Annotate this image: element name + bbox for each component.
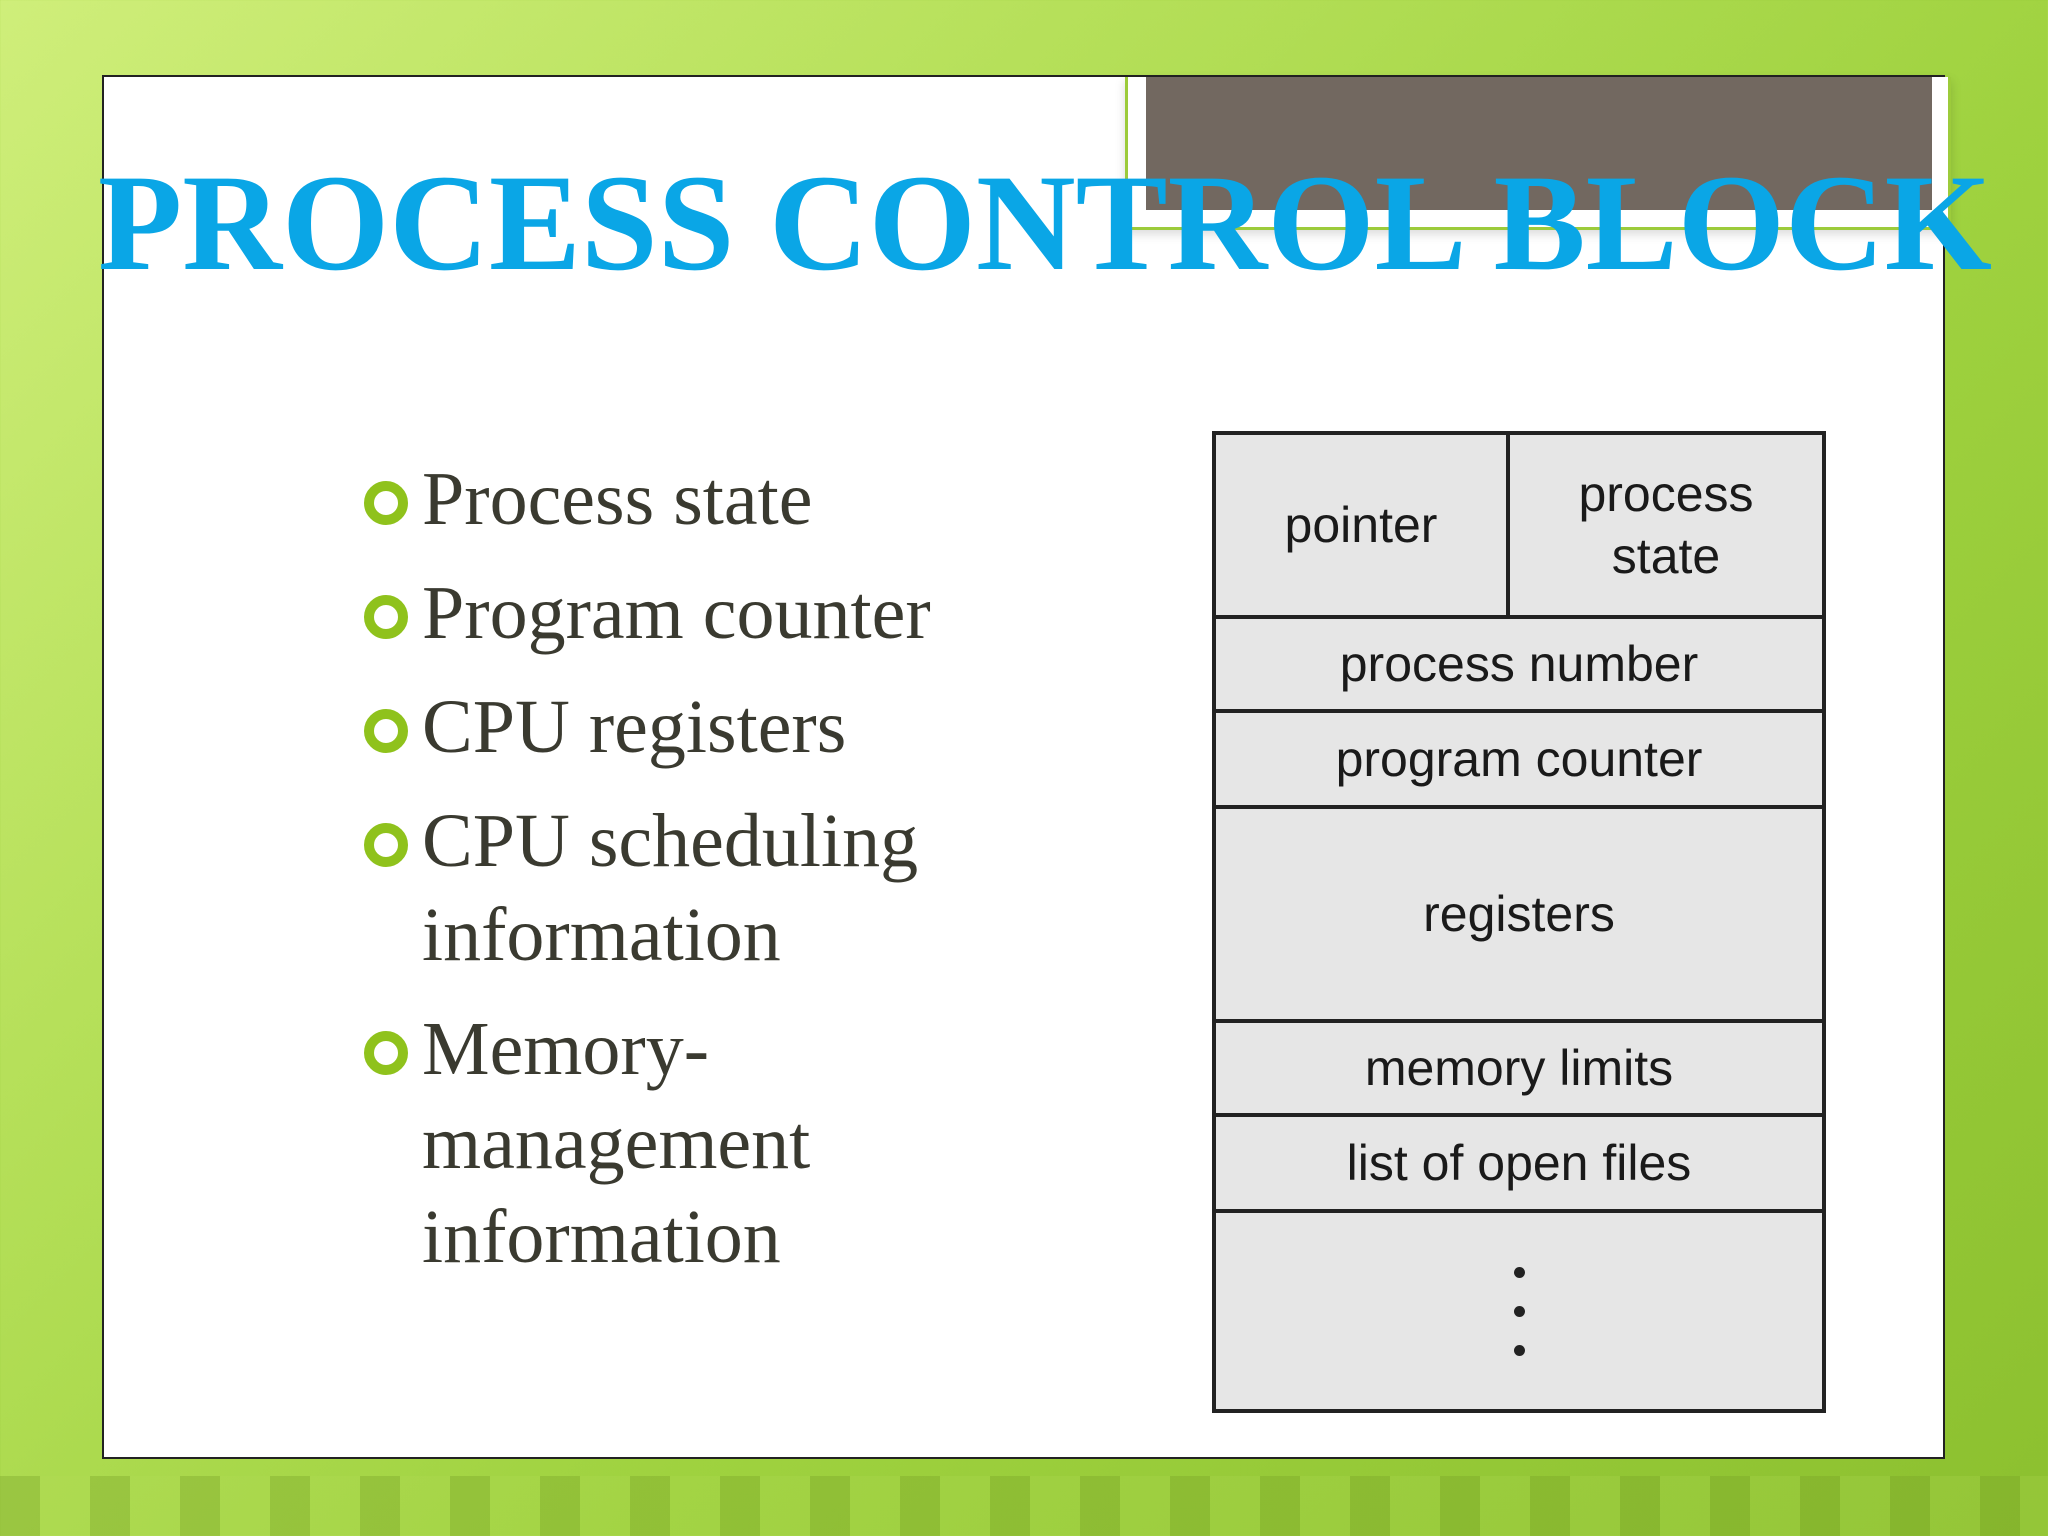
- bullet-text: CPU scheduling information: [422, 799, 919, 977]
- pcb-memory-limits-label: memory limits: [1364, 1040, 1674, 1096]
- pcb-process-state-cell: process state: [1510, 435, 1822, 615]
- pcb-process-number-label: process number: [1339, 636, 1699, 692]
- ellipsis-dot: [1513, 1344, 1525, 1356]
- pcb-divider: [1216, 615, 1822, 619]
- bullet-marker-icon: [364, 823, 408, 867]
- bullet-marker-icon: [364, 709, 408, 753]
- pcb-process-number-cell: process number: [1216, 619, 1822, 709]
- title-tab-frame: [1125, 77, 1951, 230]
- vertical-ellipsis-icon: [1216, 1213, 1822, 1409]
- ellipsis-dot: [1513, 1266, 1525, 1278]
- bullet-marker-icon: [364, 481, 408, 525]
- pcb-memory-limits-cell: memory limits: [1216, 1023, 1822, 1113]
- pcb-open-files-label: list of open files: [1346, 1135, 1692, 1191]
- pcb-divider: [1216, 1113, 1822, 1117]
- bullet-list: Process state Program counter CPU regist…: [360, 452, 1000, 1304]
- bullet-item: Memory-management information: [360, 1002, 1000, 1284]
- bullet-text: Memory-management information: [422, 1007, 811, 1279]
- title-tab: [1146, 77, 1932, 210]
- bullet-item: CPU registers: [360, 680, 1000, 774]
- pcb-pointer-label: pointer: [1284, 497, 1438, 553]
- pcb-registers-cell: registers: [1216, 809, 1822, 1019]
- pcb-open-files-cell: list of open files: [1216, 1117, 1822, 1209]
- pcb-divider: [1216, 805, 1822, 809]
- ellipsis-dot: [1513, 1305, 1525, 1317]
- pcb-divider: [1216, 1019, 1822, 1023]
- bullet-marker-icon: [364, 1031, 408, 1075]
- pcb-diagram: pointer process state process number pro…: [1212, 431, 1826, 1413]
- pcb-program-counter-cell: program counter: [1216, 713, 1822, 805]
- bullet-text: CPU registers: [422, 685, 847, 769]
- bullet-marker-icon: [364, 595, 408, 639]
- bullet-item: CPU scheduling information: [360, 794, 1000, 982]
- pcb-divider: [1216, 1209, 1822, 1213]
- slide-title: PROCESS CONTROL BLOCK: [97, 146, 1993, 299]
- pcb-registers-label: registers: [1423, 886, 1615, 942]
- background-stripes: [0, 1476, 2048, 1536]
- pcb-divider-vertical: [1506, 435, 1510, 615]
- pcb-pointer-cell: pointer: [1216, 435, 1506, 615]
- bullet-item: Process state: [360, 452, 1000, 546]
- bullet-text: Program counter: [422, 571, 931, 655]
- pcb-divider: [1216, 709, 1822, 713]
- bullet-text: Process state: [422, 457, 813, 541]
- bullet-item: Program counter: [360, 566, 1000, 660]
- pcb-process-state-label: process state: [1578, 466, 1754, 584]
- pcb-program-counter-label: program counter: [1335, 731, 1703, 787]
